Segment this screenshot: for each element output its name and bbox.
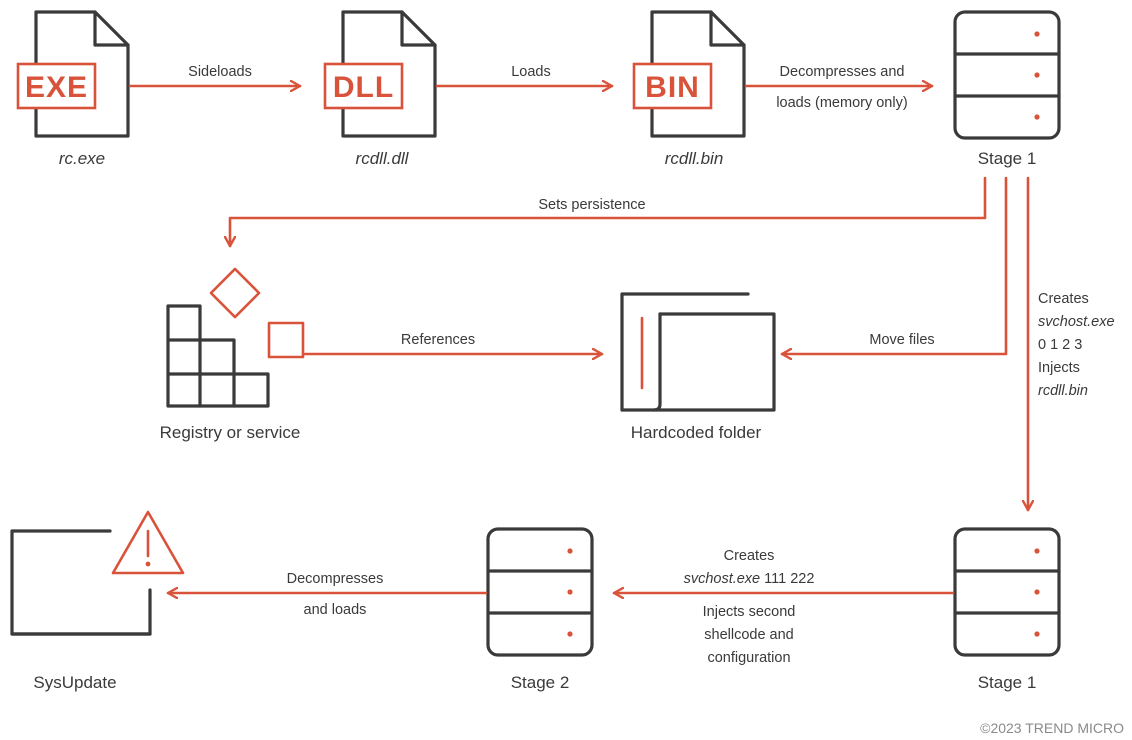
creates-label-2: svchost.exe xyxy=(1038,314,1115,330)
creates-label-1: Creates xyxy=(1038,291,1089,307)
creates-label-4: Injects xyxy=(1038,360,1080,376)
injects-b-label-1: Injects second xyxy=(703,604,796,620)
creates-b-label-2a: svchost.exe xyxy=(684,571,761,587)
warning-icon xyxy=(111,510,185,575)
sets-persistence-label: Sets persistence xyxy=(538,197,645,213)
stage1-top-label: Stage 1 xyxy=(978,149,1037,168)
stage1-bottom-server-icon xyxy=(953,527,1061,657)
creates-b-label-2: svchost.exe 111 222 xyxy=(684,571,815,587)
hardcoded-folder-icon xyxy=(620,292,776,412)
folder-label: Hardcoded folder xyxy=(631,423,762,442)
registry-label: Registry or service xyxy=(160,423,301,442)
loads-label: Loads xyxy=(511,64,551,80)
stage1-bottom-label: Stage 1 xyxy=(978,673,1037,692)
injects-b-label-3: configuration xyxy=(707,650,790,666)
stage2-label: Stage 2 xyxy=(511,673,570,692)
references-label: References xyxy=(401,332,475,348)
sideloads-label: Sideloads xyxy=(188,64,252,80)
sets-persistence-arrow xyxy=(230,176,987,248)
rcdll-bin-label: rcdll.bin xyxy=(665,149,724,168)
sysupdate-label: SysUpdate xyxy=(33,673,116,692)
creates-b-label-1: Creates xyxy=(724,548,775,564)
stage2-server-icon xyxy=(486,527,594,657)
sysupdate-monitor-icon xyxy=(10,529,152,636)
registry-icon xyxy=(166,267,305,408)
move-files-arrow xyxy=(780,176,1008,354)
decompresses-label-line1: Decompresses and xyxy=(780,64,905,80)
bin-badge: BIN xyxy=(645,71,700,104)
move-files-label: Move files xyxy=(869,332,934,348)
injects-b-label-2: shellcode and xyxy=(704,627,794,643)
rc-exe-label: rc.exe xyxy=(59,149,105,168)
creates-label-5: rcdll.bin xyxy=(1038,383,1088,399)
decompresses-label-line2: loads (memory only) xyxy=(776,95,907,111)
rcdll-dll-label: rcdll.dll xyxy=(356,149,410,168)
decomp-loads-label-1: Decompresses xyxy=(287,571,384,587)
bin-file-icon: BIN xyxy=(632,10,746,138)
exe-file-icon: EXE xyxy=(16,10,130,138)
creates-label-3: 0 1 2 3 xyxy=(1038,337,1082,353)
dll-file-icon: DLL xyxy=(323,10,437,138)
stage1-top-server-icon xyxy=(953,10,1061,140)
dll-badge: DLL xyxy=(333,71,394,104)
exe-badge: EXE xyxy=(25,71,88,104)
copyright-text: ©2023 TREND MICRO xyxy=(980,720,1124,736)
creates-b-label-2b: 111 222 xyxy=(760,571,814,587)
decomp-loads-label-2: and loads xyxy=(304,602,367,618)
